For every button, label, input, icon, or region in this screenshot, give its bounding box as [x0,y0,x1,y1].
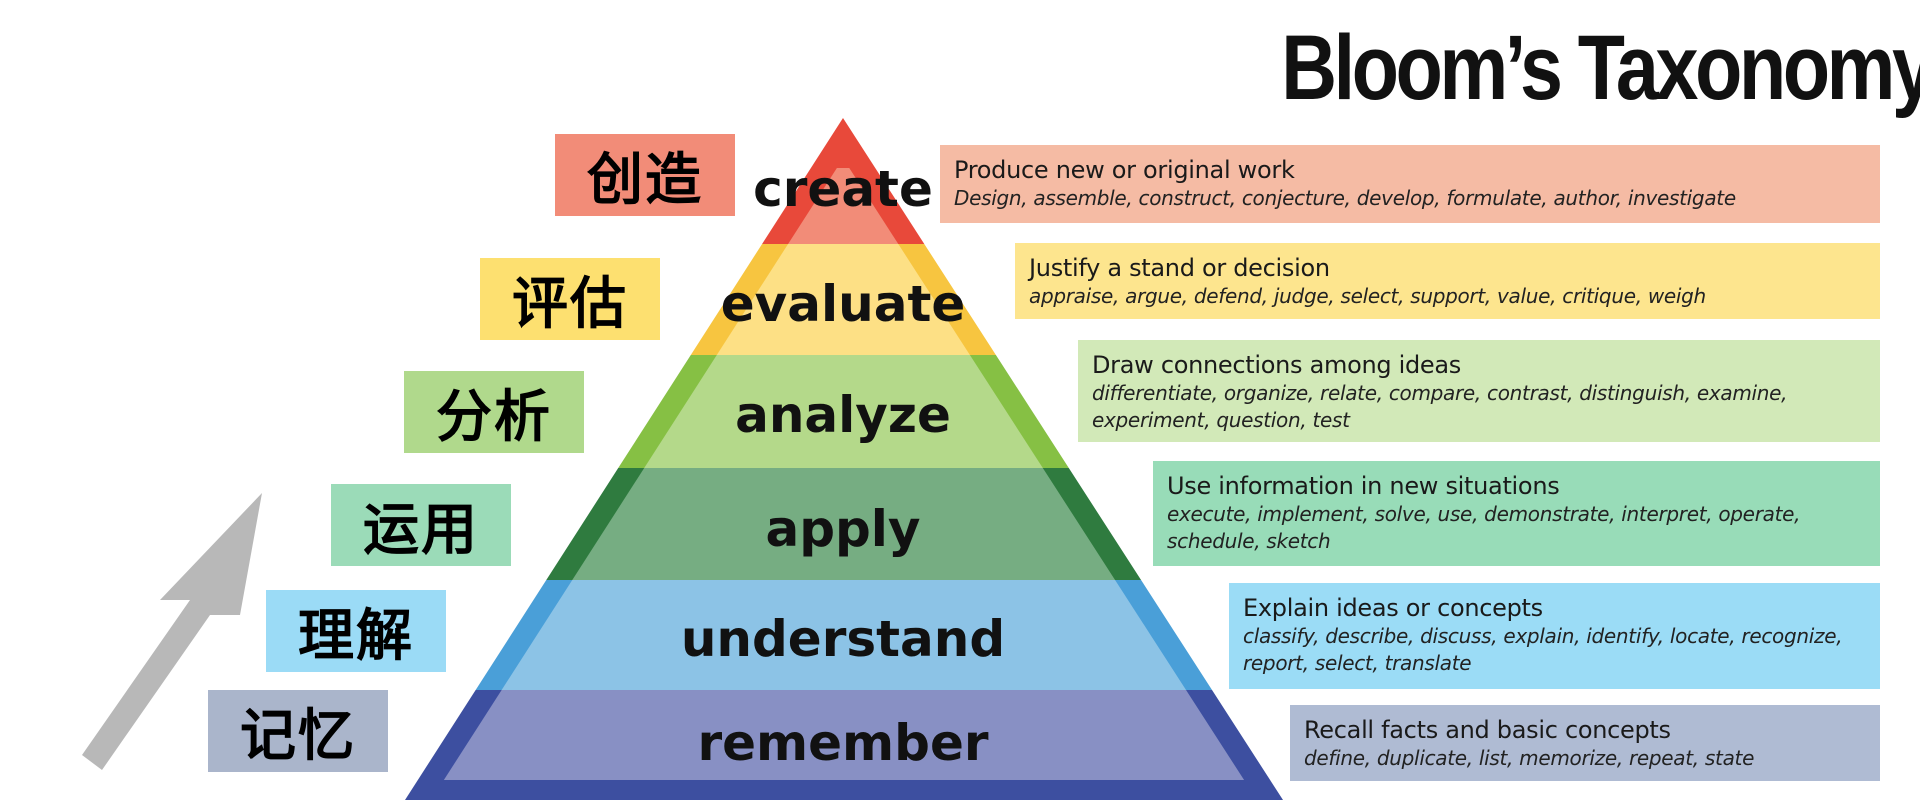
desc-box-remember: Recall facts and basic concepts define, … [1290,705,1880,781]
desc-verbs-apply-line1: execute, implement, solve, use, demonstr… [1167,502,1801,526]
cn-label-create: 创造 [555,134,735,216]
pyramid-tier-apply [572,468,1116,580]
cn-label-understand: 理解 [266,590,446,672]
desc-verbs-analyze-line2: experiment, question, test [1092,408,1350,432]
desc-box-create: Produce new or original work Design, ass… [940,145,1880,223]
pyramid-level-text-create: create [753,160,933,218]
desc-heading-remember: Recall facts and basic concepts [1304,716,1671,744]
desc-verbs-understand-line1: classify, describe, discuss, explain, id… [1243,624,1843,648]
pyramid-tier-create [788,168,899,244]
desc-heading-evaluate: Justify a stand or decision [1029,254,1330,282]
pyramid-tier-remember [443,690,1245,780]
desc-box-evaluate: Justify a stand or decision appraise, ar… [1015,243,1880,319]
desc-verbs-apply-line2: schedule, sketch [1167,529,1331,553]
pyramid-tier-understand [501,580,1187,690]
pyramid-level-text-understand: understand [681,610,1005,668]
cn-label-analyze: 分析 [404,371,584,453]
desc-heading-apply: Use information in new situations [1167,472,1560,500]
desc-box-analyze: Draw connections among ideas differentia… [1078,340,1880,442]
desc-heading-create: Produce new or original work [954,156,1295,184]
cn-label-remember: 记忆 [208,690,388,772]
pyramid-level-text-analyze: analyze [735,386,951,444]
diagram-title: Bloom’s Taxonomy [1281,17,1920,119]
pyramid-tier-evaluate [716,244,970,355]
desc-heading-understand: Explain ideas or concepts [1243,594,1543,622]
desc-verbs-analyze-line1: differentiate, organize, relate, compare… [1092,381,1788,405]
pyramid-level-text-apply: apply [765,500,920,558]
desc-box-apply: Use information in new situations execut… [1153,461,1880,566]
desc-verbs-evaluate: appraise, argue, defend, judge, select, … [1029,284,1706,308]
pyramid-tier-analyze [644,355,1043,468]
desc-verbs-remember: define, duplicate, list, memorize, repea… [1304,746,1755,770]
pyramid-level-text-remember: remember [697,714,988,772]
desc-verbs-understand-line2: report, select, translate [1243,651,1472,675]
desc-box-understand: Explain ideas or concepts classify, desc… [1229,583,1880,689]
desc-verbs-create: Design, assemble, construct, conjecture,… [954,186,1736,210]
desc-heading-analyze: Draw connections among ideas [1092,351,1462,379]
up-arrow-icon [82,493,262,770]
cn-label-apply: 运用 [331,484,511,566]
cn-label-evaluate: 评估 [480,258,660,340]
pyramid-level-text-evaluate: evaluate [721,275,966,333]
